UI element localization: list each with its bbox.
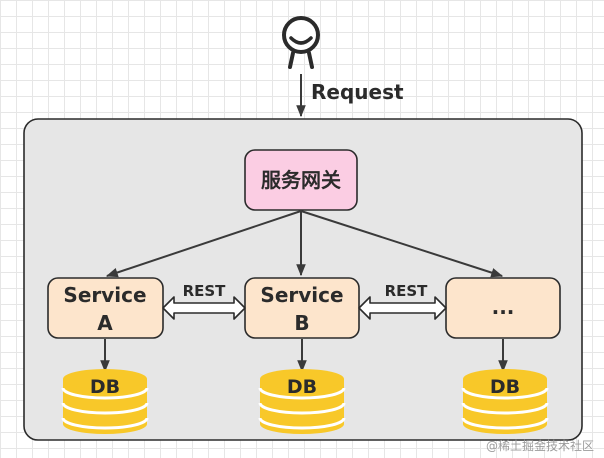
db-icon: DB	[461, 369, 549, 434]
request-label: Request	[311, 80, 404, 104]
db-icon: DB	[258, 369, 346, 434]
db-label: DB	[90, 376, 120, 398]
service-more-label: ...	[492, 295, 515, 319]
service-more-node: ...	[445, 277, 561, 339]
gateway-to-service-a-arrow	[105, 210, 302, 278]
db-icon: DB	[61, 369, 149, 434]
gateway-to-service-more-arrow	[300, 210, 504, 278]
rest-label-1: REST	[183, 282, 227, 300]
rest-label-2: REST	[385, 282, 429, 300]
service-a-node: Service A	[47, 277, 164, 339]
gateway-label: 服务网关	[261, 168, 341, 192]
gateway-node: 服务网关	[244, 149, 358, 211]
db-label: DB	[287, 376, 317, 398]
rest-link-a-b: REST	[162, 282, 246, 320]
service-b-label-line1: Service	[260, 283, 343, 307]
rest-link-b-more: REST	[358, 282, 447, 320]
service-b-label-line2: B	[294, 311, 309, 335]
watermark: @稀土掘金技术社区	[486, 438, 594, 453]
service-b-node: Service B	[244, 277, 360, 339]
user-icon	[282, 16, 320, 69]
service-a-label-line1: Service	[63, 283, 146, 307]
db-label: DB	[490, 376, 520, 398]
service-a-label-line2: A	[97, 311, 113, 335]
